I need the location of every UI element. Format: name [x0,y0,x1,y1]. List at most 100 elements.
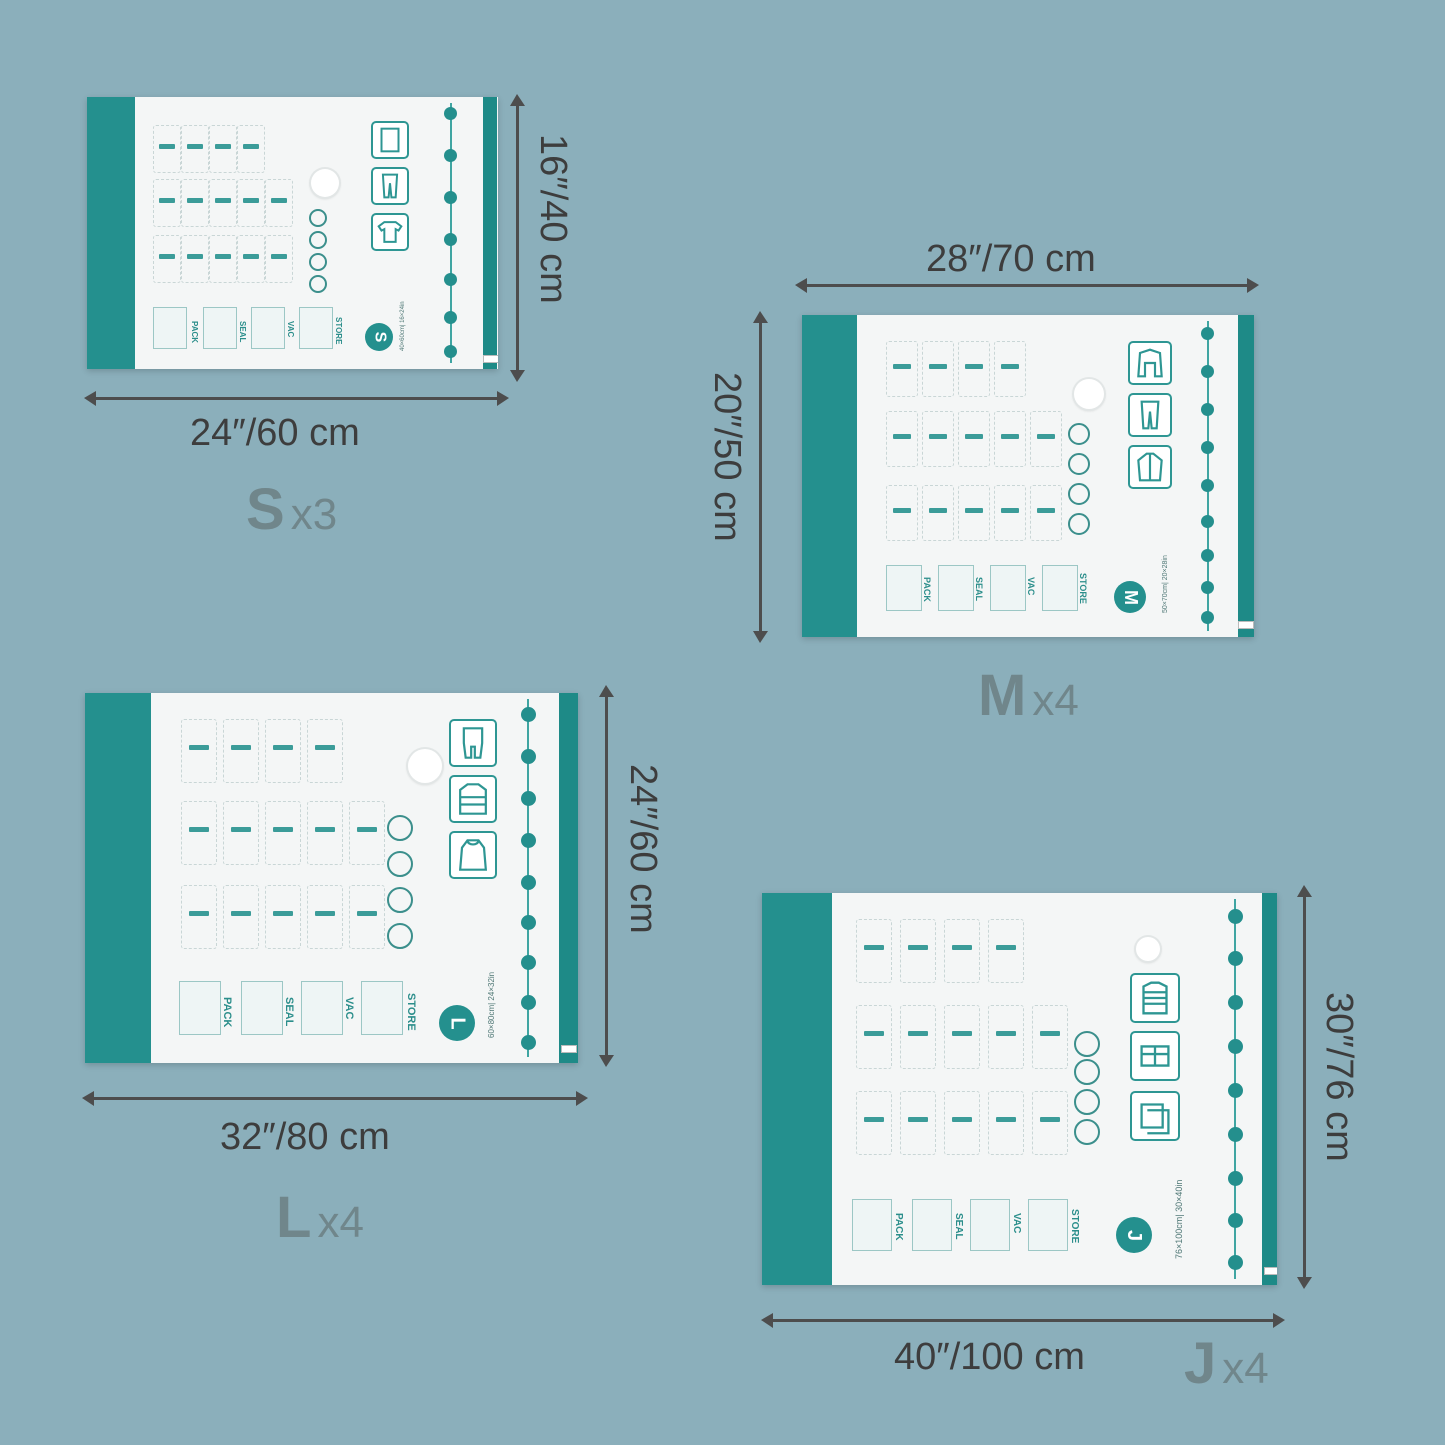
zip-slider-tab [1264,1267,1277,1275]
no-pests-icon [309,209,327,227]
bag-s-color-band [87,97,135,369]
bag-m-width-arrow [795,278,1259,293]
bag-s-width-label: 24″/60 cm [190,412,360,454]
step-label-pack: PACK [221,997,233,1028]
bag-j-zip-line [1234,899,1236,1279]
bag-m-count: x4 [1032,676,1079,725]
bag-m-color-band [802,315,857,637]
stop-marker-icon [1201,581,1214,594]
stop-marker-icon [1228,1255,1243,1270]
stop-marker-icon [444,273,457,286]
step-label-vac: VAC [343,997,355,1020]
step-label-vac: VAC [1026,577,1036,596]
clothing-icon [371,121,409,159]
vacuum-valve-icon [1074,379,1104,409]
instruction-card [209,179,237,227]
stop-marker-icon [521,1035,536,1050]
bag-m-image: PACK SEAL VAC STORE M 50×70cm| 20×28in [802,315,1254,637]
bag-s-zipper [483,97,497,369]
hoodie-icon [449,831,497,879]
instruction-card [307,719,343,783]
bag-j-height-label: 30″/76 cm [1318,992,1360,1162]
step-illustration [1028,1199,1068,1251]
jacket-icon [1128,445,1172,489]
step-illustration [361,981,403,1035]
stop-marker-icon [444,191,457,204]
no-moisture-icon [387,851,413,877]
no-pests-icon [1068,423,1090,445]
bag-j-printed-dims: 76×100cm| 30×40in [1174,1179,1184,1259]
no-odor-icon [1074,1119,1100,1145]
instruction-card [994,411,1026,467]
bag-j-image: PACK SEAL VAC STORE J 76×100cm| 30×40in [762,893,1277,1285]
stop-marker-icon [521,995,536,1010]
instruction-card [886,411,918,467]
stop-marker-icon [1201,365,1214,378]
no-dust-icon [1068,483,1090,505]
instruction-card [1030,411,1062,467]
bag-m-zipper [1238,315,1254,637]
no-dust-icon [309,253,327,271]
stop-marker-icon [1228,1171,1243,1186]
instruction-card [1032,1005,1068,1069]
instruction-card [237,179,265,227]
instruction-card [223,801,259,865]
step-label-vac: VAC [1011,1213,1022,1234]
stop-marker-icon [521,875,536,890]
step-illustration [179,981,221,1035]
stop-marker-icon [521,955,536,970]
bag-l-width-label: 32″/80 cm [220,1116,390,1158]
instruction-card [181,885,217,949]
instruction-card [307,885,343,949]
instruction-card [265,885,301,949]
stop-marker-icon [1228,909,1243,924]
stop-marker-icon [1228,1127,1243,1142]
instruction-card [944,1005,980,1069]
stop-marker-icon [1201,403,1214,416]
stop-marker-icon [1228,1213,1243,1228]
bag-m-zip-line [1207,321,1209,631]
instruction-card [349,885,385,949]
instruction-card [900,1005,936,1069]
bag-s-letter: S [246,477,285,542]
zip-slider-tab [561,1045,577,1053]
bag-l-size-badge: L [439,1005,475,1041]
instruction-card [181,801,217,865]
step-label-store: STORE [1078,573,1088,604]
stop-marker-icon [1201,611,1214,624]
instruction-card [988,1005,1024,1069]
step-label-store: STORE [1069,1209,1080,1244]
snowsuit-icon [449,719,497,767]
step-illustration [1042,565,1078,611]
instruction-card [153,179,181,227]
bag-m-height-label: 20″/50 cm [706,372,748,542]
instruction-card [994,485,1026,541]
step-illustration [153,307,187,349]
bag-l-printed-dims: 60×80cm| 24×32in [487,971,496,1038]
bag-m-height-arrow [753,311,768,643]
instruction-card [922,341,954,397]
stop-marker-icon [444,345,457,358]
no-dust-icon [387,887,413,913]
no-odor-icon [1068,513,1090,535]
bag-l-zip-line [527,699,529,1057]
stop-marker-icon [1201,479,1214,492]
step-illustration [241,981,283,1035]
bag-s-width-arrow [84,391,509,406]
step-label-seal: SEAL [953,1213,964,1240]
instruction-card [223,885,259,949]
bag-l-count: x4 [317,1198,364,1247]
trousers-icon [1128,393,1172,437]
instruction-card [265,235,293,283]
bag-j-color-band [762,893,832,1285]
bag-l-letter: L [276,1185,312,1250]
stop-marker-icon [444,233,457,246]
step-illustration [886,565,922,611]
instruction-card [944,919,980,983]
instruction-card [153,235,181,283]
